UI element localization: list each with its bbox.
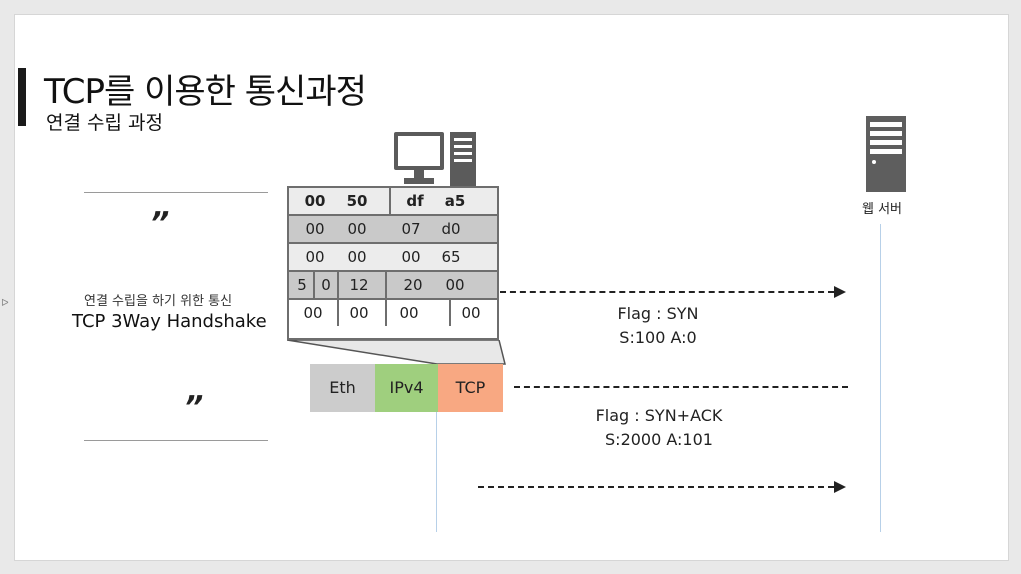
cell-divider (337, 300, 339, 326)
header-cell: 00 (399, 304, 419, 322)
handshake-description: 연결 수립을 하기 위한 통신 (84, 294, 233, 309)
synack-arrow-line (514, 386, 848, 388)
header-cell: 00 (305, 248, 325, 266)
ipv4-block: IPv4 (375, 364, 438, 412)
header-row-checksum: 00 00 00 00 (289, 300, 497, 328)
header-cell: 00 (304, 192, 326, 210)
server-icon (866, 116, 906, 192)
ack-arrow-line (478, 486, 834, 488)
server-label: 웹 서버 (862, 202, 903, 217)
header-cell: 00 (349, 304, 369, 322)
header-row-ports: 00 50 df a5 (289, 188, 497, 216)
header-cell: df (406, 192, 424, 210)
header-cell: 20 (403, 276, 423, 294)
page-title: TCP를 이용한 통신과정 (44, 72, 367, 112)
ack-arrowhead-icon (834, 481, 846, 493)
cell-divider (313, 272, 315, 298)
syn-arrowhead-icon (834, 286, 846, 298)
header-cell: 5 (297, 276, 307, 294)
cell-divider (385, 272, 387, 298)
cell-divider (389, 188, 391, 214)
header-cell: 00 (305, 220, 325, 238)
divider-bottom (84, 440, 268, 441)
header-cell: 07 (401, 220, 421, 238)
client-timeline (436, 340, 437, 532)
tcp-block: TCP (438, 364, 503, 412)
tcp-header-table: 00 50 df a5 00 00 07 d0 00 00 00 65 5 0 … (287, 186, 499, 340)
quote-mark-top: ” (150, 206, 170, 241)
zoom-connector (287, 340, 506, 365)
syn-arrow-line (500, 291, 834, 293)
cell-divider (449, 300, 451, 326)
header-row-flags: 5 0 12 20 00 (289, 272, 497, 300)
eth-block: Eth (310, 364, 375, 412)
header-cell: 0 (321, 276, 331, 294)
header-row-ack: 00 00 00 65 (289, 244, 497, 272)
divider-top (84, 192, 268, 193)
server-timeline (880, 224, 881, 532)
header-cell: 00 (461, 304, 481, 322)
cell-divider (385, 300, 387, 326)
synack-seq-label: S:2000 A:101 (605, 430, 713, 449)
header-cell: 00 (347, 220, 367, 238)
handshake-title: TCP 3Way Handshake (72, 311, 267, 332)
syn-flag-label: Flag : SYN (617, 304, 699, 323)
header-cell: d0 (441, 220, 461, 238)
header-cell: 00 (401, 248, 421, 266)
cell-divider (337, 272, 339, 298)
title-accent-bar (18, 68, 26, 126)
header-row-seq: 00 00 07 d0 (289, 216, 497, 244)
synack-flag-label: Flag : SYN+ACK (595, 406, 723, 425)
page-subtitle: 연결 수립 과정 (46, 112, 163, 134)
header-cell: 50 (346, 192, 368, 210)
syn-seq-label: S:100 A:0 (619, 328, 697, 347)
header-cell: 00 (445, 276, 465, 294)
header-cell: 65 (441, 248, 461, 266)
header-cell: 00 (303, 304, 323, 322)
header-cell: 00 (347, 248, 367, 266)
header-cell: 12 (349, 276, 369, 294)
slide-edge-marker: ᐅ (1, 298, 9, 309)
quote-mark-bottom: ” (184, 390, 204, 425)
header-cell: a5 (444, 192, 466, 210)
desktop-computer-icon (394, 132, 476, 186)
